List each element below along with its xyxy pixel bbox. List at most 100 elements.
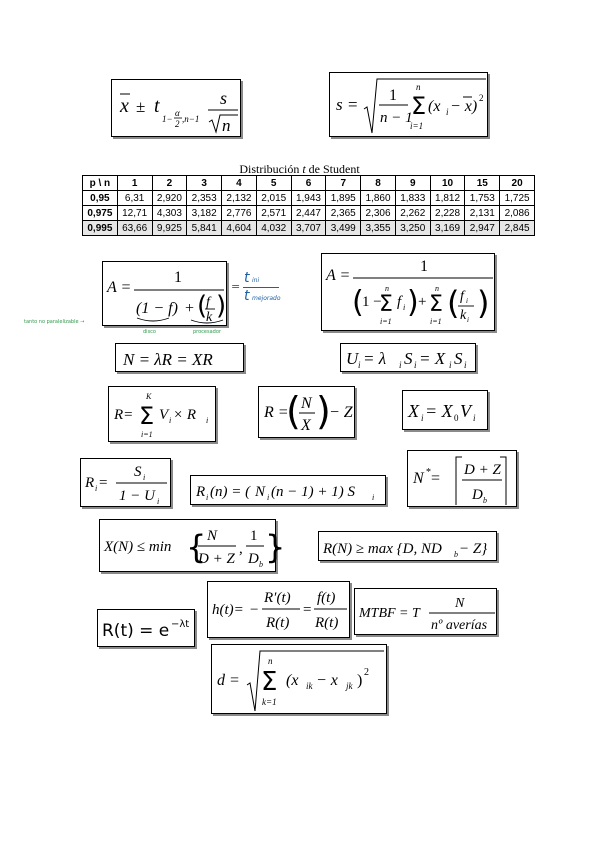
U-index: i [157, 497, 159, 506]
table-header-cell: 15 [464, 175, 501, 191]
note-mejorado-subscript: mejorado [252, 295, 281, 302]
lambda-index: i [399, 360, 402, 370]
table-cell: 4,032 [255, 220, 292, 236]
minus-sign: − [250, 602, 258, 618]
exponent-minus-lambda-t: −λt [171, 619, 189, 630]
note-fraction-bar [243, 287, 279, 288]
note-equals: = [231, 280, 241, 293]
n-argument: (n) = ( [210, 484, 251, 500]
s-numerator: s [220, 88, 227, 108]
table-cell: 2,845 [499, 220, 535, 236]
x-jk-subscript: jk [345, 681, 354, 691]
interactive-response-time-formula: R = ( N X ) − Z [258, 386, 355, 438]
note-t-mej: t [244, 288, 250, 304]
handwritten-disco-label: disco [143, 329, 156, 335]
sum-upper-limit: n [416, 82, 421, 92]
frac-close-paren: ) [477, 284, 489, 322]
table-header-cell: 8 [360, 175, 396, 191]
MTBF-lhs: MTBF = T [358, 606, 421, 621]
N-numerator: N [300, 395, 313, 412]
amdahl-generalized-formula: A = 1 ( 1 − n Σ i=1 f i ) + n Σ i=1 ( f … [321, 253, 495, 331]
table-cell: 1,943 [290, 190, 327, 206]
handwritten-procesador-label: procesador [193, 329, 221, 335]
std-deviation-svg: s = 1 n − 1 n Σ i=1 (x i − x) 2 [336, 78, 486, 134]
xbar-symbol: x [119, 95, 129, 117]
R-symbol: R [195, 484, 205, 500]
response-time-sum-svg: R= K Σ i=1 V i × R i [113, 392, 208, 439]
ceil-right [500, 456, 507, 505]
table-header-cell: 6 [290, 175, 327, 191]
table-cell: 1,812 [429, 190, 466, 206]
N-symbol: N [254, 484, 266, 500]
table-header-cell: 1 [116, 175, 153, 191]
table-cell: 3,182 [186, 205, 223, 221]
sum-upper-limit: K [145, 392, 152, 401]
V-index: i [169, 416, 171, 425]
table-cell: 2,920 [151, 190, 188, 206]
table-cell: 63,66 [116, 220, 153, 236]
S-index: i [372, 493, 374, 502]
minus-Z-close: − Z} [459, 541, 487, 557]
probability-cell: 0,975 [82, 205, 118, 221]
probability-cell: 0,995 [82, 220, 118, 236]
table-cell: 2,228 [429, 205, 466, 221]
handwritten-left-note: tanto no paralelizable → [24, 319, 85, 325]
U-index: i [358, 360, 361, 370]
sqrt-n-radical [208, 114, 238, 134]
U-symbol: U [346, 349, 360, 368]
N-index: i [267, 493, 269, 502]
R-denominator: R(t) [265, 615, 289, 631]
V-symbol: V [159, 407, 170, 423]
S2-symbol: S [454, 349, 463, 368]
sum-upper-limit: n [268, 656, 273, 666]
outer-radical [363, 78, 486, 134]
x-index-i: i [446, 107, 449, 117]
f-index: i [403, 303, 405, 312]
fi-numerator: f [460, 289, 466, 304]
table-cell: 3,499 [325, 220, 362, 236]
t-subscript-alpha: α [175, 108, 180, 118]
table-cell: 3,169 [429, 220, 466, 236]
title-prefix: Distribución [239, 162, 303, 176]
f-numerator: f [206, 295, 212, 310]
close-paren: ) [216, 291, 226, 321]
one-numerator: 1 [420, 258, 428, 275]
f-numerator: f(t) [317, 590, 335, 606]
sum1-sigma: Σ [379, 292, 393, 317]
N-numerator: N [206, 528, 218, 544]
sum2-upper-limit: n [435, 284, 439, 293]
ki-denominator: k [460, 308, 467, 323]
outer-open-paren: ( [352, 285, 364, 320]
X-index: i [449, 360, 452, 370]
fi-numerator-index: i [466, 297, 468, 305]
V-symbol: V [460, 401, 473, 421]
n-star-formula: N * = D + Z D b [407, 450, 517, 507]
one-numerator: 1 [250, 528, 258, 544]
little-law-formula: N = λR = XR [115, 343, 244, 372]
std-deviation-formula: s = 1 n − 1 n Σ i=1 (x i − x) 2 [329, 72, 488, 137]
residence-time-open-svg: R i = S i 1 − U i [84, 464, 167, 506]
table-header-cell: 3 [186, 175, 223, 191]
D-b-subscript: b [483, 496, 487, 505]
sum-lower-limit: i=1 [141, 430, 153, 439]
s-lhs: s = [336, 95, 358, 114]
table-cell: 9,925 [151, 220, 188, 236]
plus-sign: + [185, 300, 194, 317]
probability-cell: 0,95 [82, 190, 118, 206]
confidence-interval-formula: x ± t 1− α 2 ,n−1 s n [111, 79, 241, 137]
table-cell: 2,306 [360, 205, 396, 221]
table-cell: 1,833 [394, 190, 431, 206]
x-open: (x [286, 672, 298, 689]
D-plus-Z-numerator: D + Z [463, 462, 501, 478]
sum2-lower-limit: i=1 [430, 317, 442, 326]
equals-sign: = [431, 470, 440, 487]
note-ini-subscript: ini [252, 277, 260, 284]
equals-X: = X [419, 349, 446, 368]
throughput-bound-svg: X(N) ≤ min { N D + Z , 1 D b } [103, 528, 285, 569]
table-header-cell: 2 [151, 175, 188, 191]
table-cell: 2,447 [290, 205, 327, 221]
R-bound-text: R(N) ≥ max {D, ND [322, 541, 442, 557]
little-law-svg: N = λR = XR [122, 350, 213, 369]
